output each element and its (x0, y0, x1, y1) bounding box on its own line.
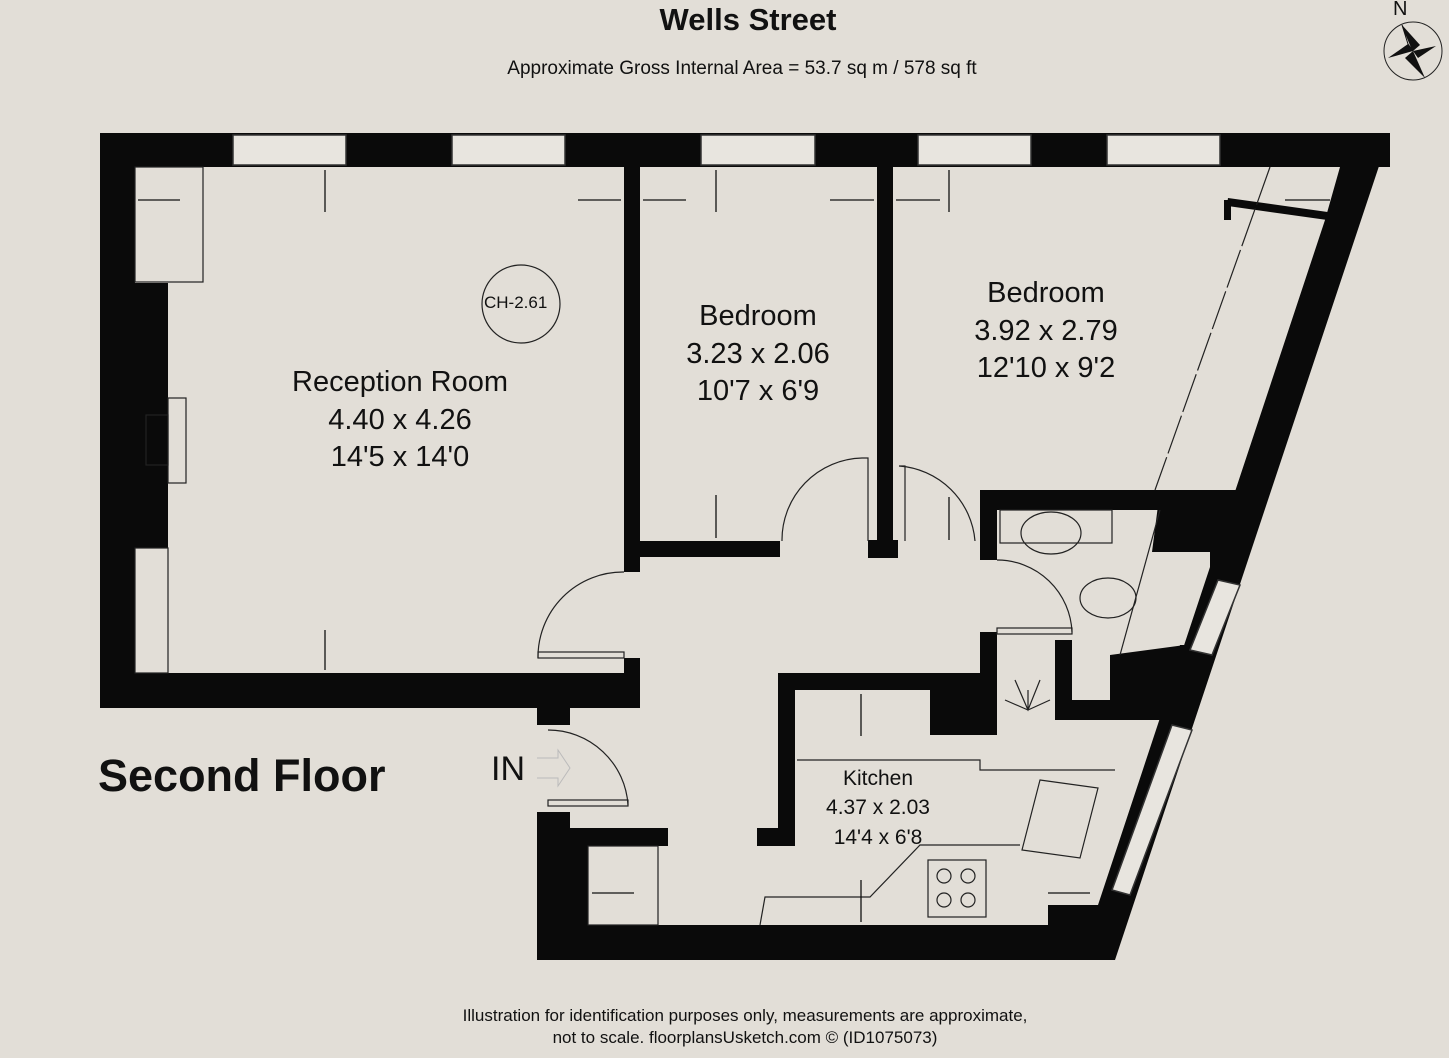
entrance-label: IN (491, 750, 525, 788)
room-imperial: 10'7 x 6'9 (696, 375, 820, 408)
room-name: Bedroom (987, 277, 1105, 309)
room-kitchen: Kitchen 4.37 x 2.03 14'4 x 6'8 (778, 764, 978, 852)
gross-area: Approximate Gross Internal Area = 53.7 s… (507, 58, 977, 79)
room-imperial: 14'5 x 14'0 (330, 441, 470, 474)
windows (232, 134, 1242, 896)
ceiling-height-marker: CH-2.61 (484, 293, 548, 312)
disclaimer: Illustration for identification purposes… (0, 1005, 1449, 1049)
room-imperial: 12'10 x 9'2 (976, 352, 1116, 385)
room-bedroom-2: Bedroom 3.92 x 2.79 12'10 x 9'2 (926, 275, 1166, 388)
room-imperial: 14'4 x 6'8 (833, 825, 923, 849)
room-name: Bedroom (699, 300, 817, 332)
page-title: Wells Street (659, 2, 837, 37)
room-name: Reception Room (292, 366, 508, 398)
disclaimer-line-1: Illustration for identification purposes… (462, 1006, 1028, 1025)
walls (100, 133, 1390, 960)
floor-label: Second Floor (98, 750, 386, 801)
room-metric: 4.40 x 4.26 (328, 403, 472, 436)
compass-icon (1383, 21, 1443, 81)
room-reception: Reception Room 4.40 x 4.26 14'5 x 14'0 (250, 364, 550, 477)
room-name: Kitchen (842, 767, 914, 790)
compass-north-label: N (1393, 0, 1408, 20)
entrance-arrow-icon (537, 748, 571, 788)
room-bedroom-1: Bedroom 3.23 x 2.06 10'7 x 6'9 (638, 298, 878, 411)
fixtures (134, 166, 1271, 926)
dimension-arrows (138, 170, 1330, 922)
room-metric: 3.23 x 2.06 (686, 337, 830, 370)
disclaimer-line-2: not to scale. floorplansUsketch.com © (I… (552, 1028, 938, 1047)
room-metric: 4.37 x 2.03 (826, 796, 930, 820)
room-metric: 3.92 x 2.79 (974, 314, 1118, 347)
